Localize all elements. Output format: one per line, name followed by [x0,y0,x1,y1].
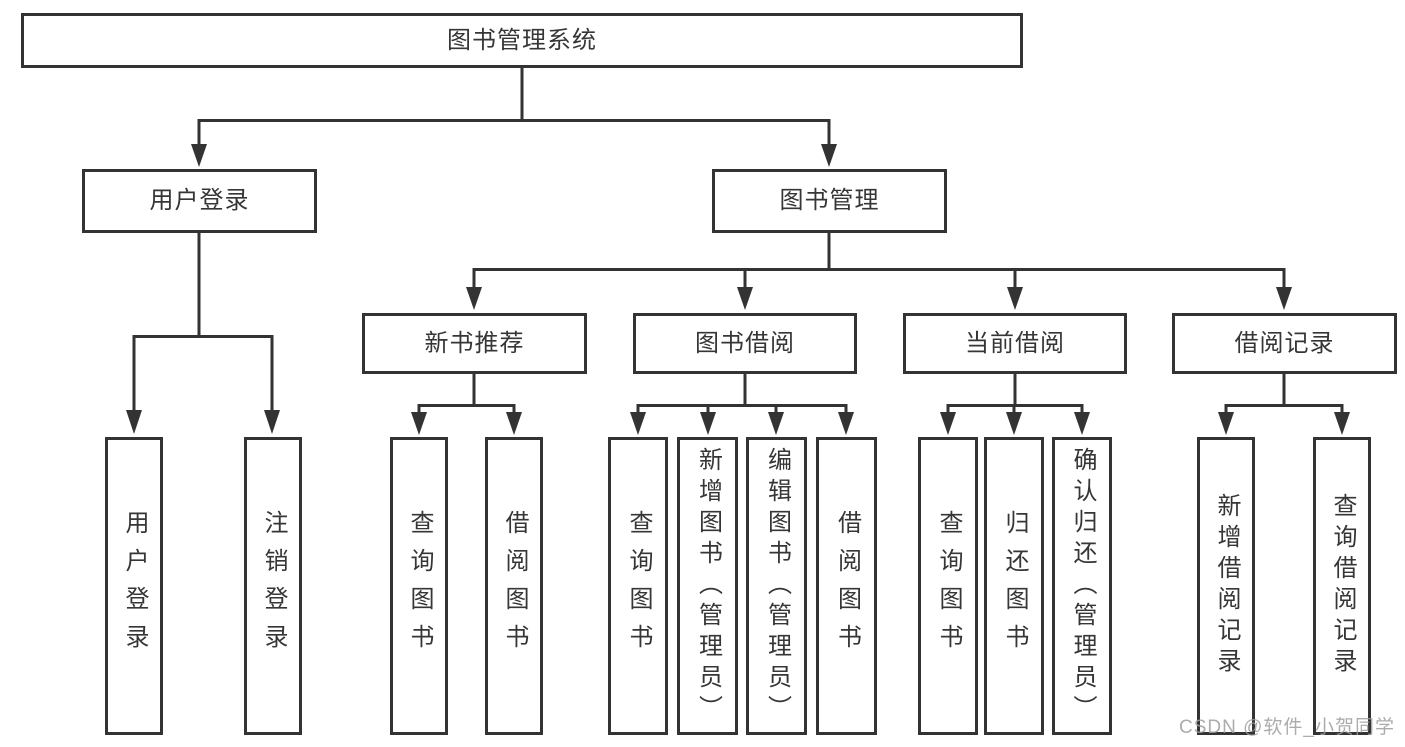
node-library-management-system: 图书管理系统 [21,13,1023,68]
node-label: 当前借阅 [965,329,1065,357]
node-borrowing-records: 借阅记录 [1172,313,1397,374]
node-query-books-borrowing: 查询图书 [608,437,668,735]
node-label: 新增借阅记录 [1213,493,1240,679]
node-label: 新书推荐 [424,329,525,357]
node-label: 图书借阅 [695,329,795,357]
node-add-borrow-record: 新增借阅记录 [1197,437,1255,735]
node-current-borrowing: 当前借阅 [903,313,1127,374]
node-label: 确认归还（管理员） [1069,446,1096,726]
node-label: 归还图书 [1001,510,1028,662]
node-query-borrow-record: 查询借阅记录 [1313,437,1371,735]
node-label: 编辑图书（管理员） [763,446,791,726]
node-borrow-books-recommendation: 借阅图书 [485,437,543,735]
node-label: 新增图书（管理员） [694,446,722,726]
node-label: 查询图书 [935,510,962,662]
node-user-login-leaf: 用户登录 [105,437,163,735]
node-label: 图书管理 [779,187,880,214]
node-query-books-recommendation: 查询图书 [390,437,448,735]
node-label: 查询图书 [625,510,652,662]
node-label: 用户登录 [121,510,148,662]
node-label: 用户登录 [149,187,250,214]
node-label: 借阅图书 [833,510,861,662]
node-edit-book-admin: 编辑图书（管理员） [746,437,807,735]
node-label: 借阅记录 [1234,329,1335,357]
node-label: 查询图书 [406,510,433,662]
node-label: 注销登录 [260,510,287,662]
node-label: 图书管理系统 [447,26,597,54]
node-label: 借阅图书 [501,510,528,662]
node-book-borrowing: 图书借阅 [633,313,857,374]
csdn-watermark: CSDN @软件_小贺同学 [1179,717,1395,738]
node-label: 查询借阅记录 [1329,493,1356,679]
node-user-login: 用户登录 [82,169,317,233]
node-new-book-recommendation: 新书推荐 [362,313,587,374]
node-query-books-current: 查询图书 [918,437,978,735]
node-borrow-books-borrowing: 借阅图书 [816,437,877,735]
node-return-books: 归还图书 [984,437,1044,735]
node-book-management: 图书管理 [712,169,947,233]
node-logout: 注销登录 [244,437,302,735]
node-add-book-admin: 新增图书（管理员） [677,437,738,735]
node-confirm-return-admin: 确认归还（管理员） [1052,437,1112,735]
